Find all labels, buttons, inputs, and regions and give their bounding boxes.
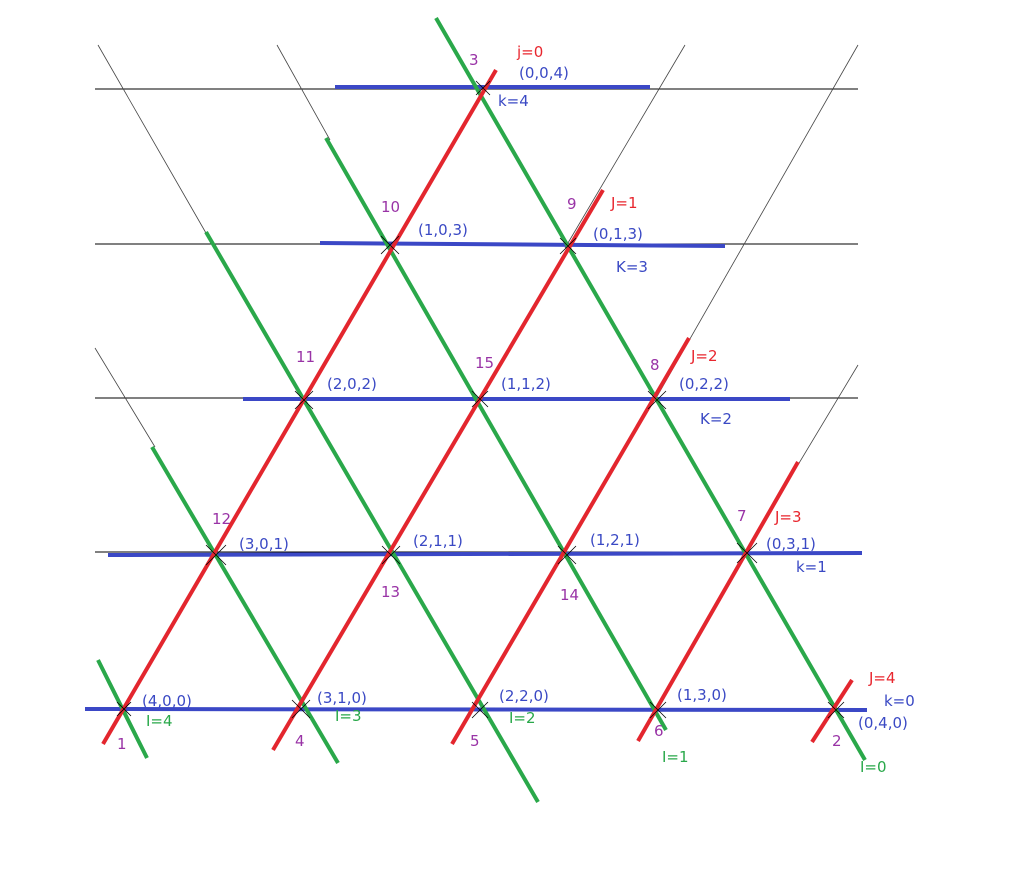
coordinate-label: (2,0,2) xyxy=(327,375,377,393)
i-line xyxy=(150,445,340,765)
i-lines xyxy=(96,16,867,804)
coordinate-label: (0,0,4) xyxy=(519,64,569,82)
node-marker xyxy=(294,390,314,410)
diagonal-guide-line xyxy=(94,347,156,448)
j-line xyxy=(636,461,800,742)
node-number: 3 xyxy=(469,51,479,69)
node-markers xyxy=(116,80,845,719)
k-line xyxy=(84,707,868,712)
node-marker xyxy=(647,390,667,410)
i-line xyxy=(324,137,668,731)
node-number: 7 xyxy=(737,507,747,525)
coordinate-label: (0,3,1) xyxy=(766,535,816,553)
j-line xyxy=(101,68,498,746)
k-label: k=4 xyxy=(498,92,529,110)
node-number: 5 xyxy=(470,732,480,750)
i-label: I=3 xyxy=(335,707,362,725)
j-line xyxy=(271,188,605,752)
node-number: 2 xyxy=(832,732,842,750)
node-number: 8 xyxy=(650,356,660,374)
j-label: J=1 xyxy=(610,194,638,212)
coordinate-label: (3,0,1) xyxy=(239,535,289,553)
coordinate-label: (1,2,1) xyxy=(590,531,640,549)
node-marker xyxy=(291,699,311,719)
node-number: 13 xyxy=(381,583,400,601)
coordinate-label: (3,1,0) xyxy=(317,689,367,707)
i-line xyxy=(204,230,540,804)
coordinate-label: (2,2,0) xyxy=(499,687,549,705)
coordinate-label: (0,2,2) xyxy=(679,375,729,393)
diagonal-guide-line xyxy=(97,44,211,241)
diagonal-guide-line xyxy=(564,44,686,249)
node-marker xyxy=(471,701,489,719)
coordinate-label: (1,3,0) xyxy=(677,686,727,704)
i-label: I=0 xyxy=(860,758,887,776)
coordinate-label: (1,0,3) xyxy=(418,221,468,239)
node-marker xyxy=(381,545,401,565)
i-label: I=2 xyxy=(509,709,536,727)
node-number: 12 xyxy=(212,510,231,528)
node-marker xyxy=(475,80,491,96)
j-label: J=2 xyxy=(690,347,718,365)
k-label: k=1 xyxy=(796,558,827,576)
i-label: I=1 xyxy=(662,748,689,766)
coordinate-label: (0,1,3) xyxy=(593,225,643,243)
node-marker xyxy=(736,542,758,564)
coordinate-label: (2,1,1) xyxy=(413,532,463,550)
node-number: 10 xyxy=(381,198,400,216)
node-number: 6 xyxy=(654,722,664,740)
labels: 3 10 9 11 15 8 12 13 14 7 1 4 5 6 2 (0,0… xyxy=(117,43,915,776)
j-line xyxy=(810,678,854,744)
k-label: K=2 xyxy=(700,410,732,428)
node-number: 4 xyxy=(295,732,305,750)
coordinate-label: (1,1,2) xyxy=(501,375,551,393)
node-marker xyxy=(116,701,132,717)
node-number: 15 xyxy=(475,354,494,372)
k-label: K=3 xyxy=(616,258,648,276)
j-line xyxy=(450,336,691,746)
thin-guide-lines xyxy=(94,44,859,554)
j-label: J=3 xyxy=(774,508,802,526)
k-line xyxy=(319,241,726,248)
i-line xyxy=(434,16,867,762)
node-number: 9 xyxy=(567,195,577,213)
diagonal-guide-line xyxy=(276,44,331,141)
node-marker xyxy=(827,701,845,719)
node-number: 1 xyxy=(117,735,127,753)
node-marker xyxy=(205,544,227,566)
j-label: j=0 xyxy=(516,43,543,61)
node-marker xyxy=(380,235,400,255)
k-label: k=0 xyxy=(884,692,915,710)
i-label: I=4 xyxy=(146,712,173,730)
node-marker xyxy=(649,701,667,719)
j-label: J=4 xyxy=(868,669,896,687)
node-marker xyxy=(471,390,489,408)
node-number: 14 xyxy=(560,586,579,604)
k-line xyxy=(107,551,863,557)
node-marker xyxy=(557,545,577,565)
k-lines xyxy=(84,85,868,712)
node-marker xyxy=(559,237,577,255)
node-number: 11 xyxy=(296,348,315,366)
coordinate-label: (4,0,0) xyxy=(142,692,192,710)
coordinate-label: (0,4,0) xyxy=(858,714,908,732)
j-lines xyxy=(101,68,854,752)
